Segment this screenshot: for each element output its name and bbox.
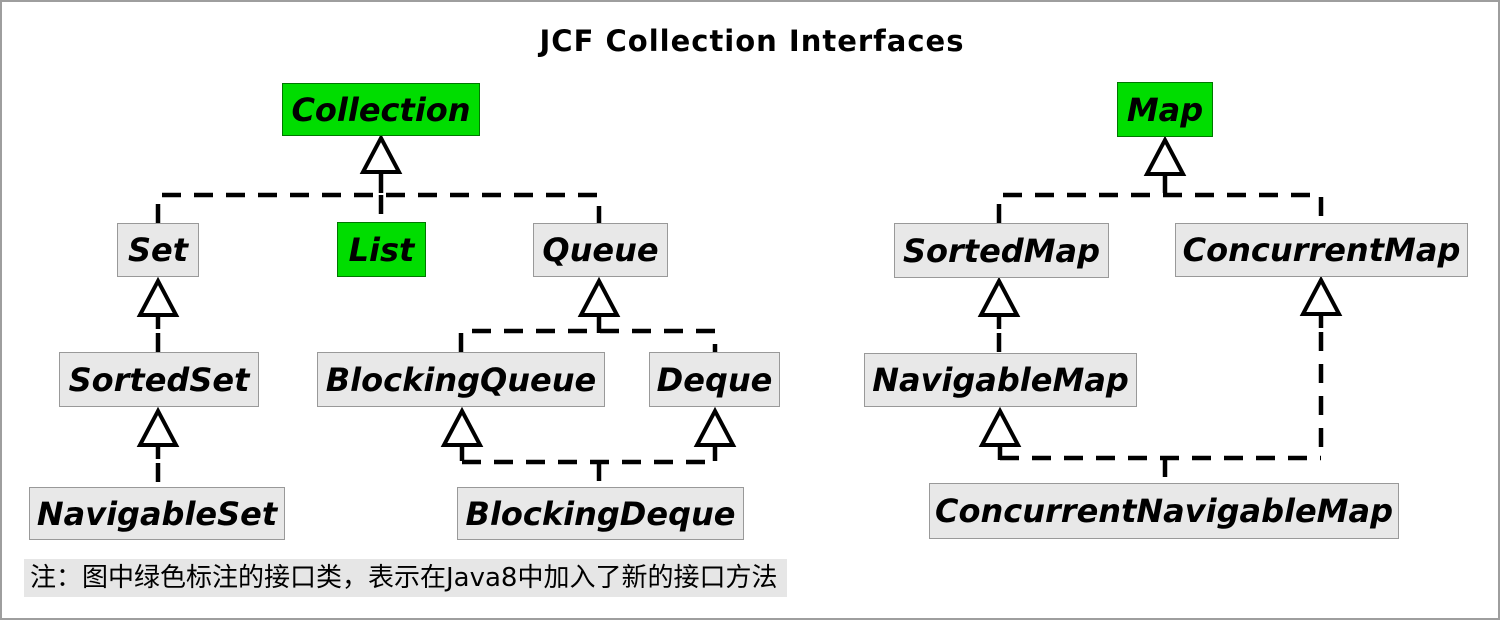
generalization-arrowhead-icon bbox=[977, 276, 1021, 317]
node-blockingqueue: BlockingQueue bbox=[317, 352, 605, 407]
node-sortedset: SortedSet bbox=[59, 352, 259, 407]
node-collection: Collection bbox=[282, 83, 480, 136]
diagram-title: JCF Collection Interfaces bbox=[539, 24, 965, 58]
edge-map-children bbox=[996, 135, 1324, 223]
generalization-arrowhead-icon bbox=[1299, 275, 1343, 316]
node-sortedmap: SortedMap bbox=[894, 223, 1109, 278]
edge-queue-children bbox=[458, 276, 718, 352]
edge-blockingdeque-parents bbox=[440, 406, 737, 485]
node-queue: Queue bbox=[533, 223, 668, 277]
generalization-arrowhead-icon bbox=[1143, 135, 1187, 176]
generalization-arrowhead-icon bbox=[136, 406, 180, 447]
generalization-arrowhead-icon bbox=[577, 276, 621, 317]
edge-sortedmap-navigablemap bbox=[977, 276, 1021, 353]
generalization-arrowhead-icon bbox=[359, 133, 403, 174]
node-blockingdeque: BlockingDeque bbox=[457, 487, 744, 540]
node-set: Set bbox=[117, 223, 199, 277]
edge-collection-children bbox=[155, 133, 602, 223]
generalization-arrowhead-icon bbox=[693, 406, 737, 447]
legend-note: 注：图中绿色标注的接口类，表示在Java8中加入了新的接口方法 bbox=[24, 559, 788, 597]
node-deque: Deque bbox=[649, 352, 780, 407]
node-navigableset: NavigableSet bbox=[29, 487, 285, 540]
node-concurrentnavigablemap: ConcurrentNavigableMap bbox=[929, 483, 1399, 539]
node-navigablemap: NavigableMap bbox=[864, 353, 1137, 407]
generalization-arrowhead-icon bbox=[136, 276, 180, 317]
edge-set-sortedset bbox=[136, 276, 180, 352]
generalization-arrowhead-icon bbox=[440, 406, 484, 447]
node-concurrentmap: ConcurrentMap bbox=[1175, 223, 1468, 277]
node-list: List bbox=[337, 222, 426, 277]
generalization-arrowhead-icon bbox=[978, 406, 1022, 447]
node-map: Map bbox=[1117, 82, 1213, 137]
edge-sortedset-navigableset bbox=[136, 406, 180, 487]
